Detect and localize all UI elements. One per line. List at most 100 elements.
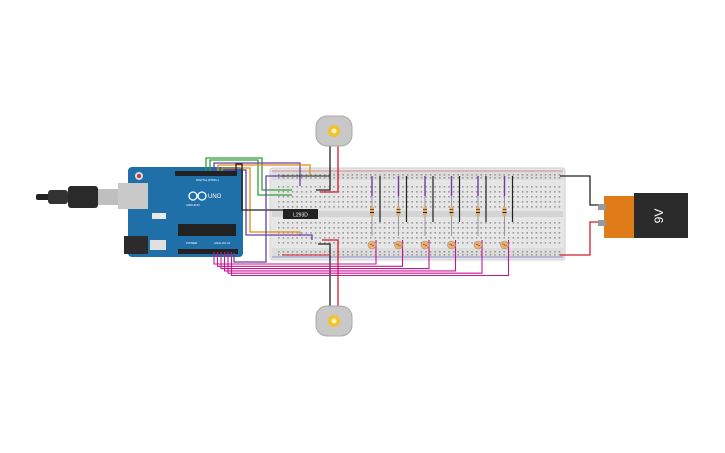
breadboard-hole	[443, 222, 446, 224]
breadboard-hole	[466, 186, 469, 188]
breadboard-hole	[531, 254, 533, 256]
battery-9v[interactable]: 9V	[598, 193, 688, 238]
breadboard-hole	[319, 177, 321, 179]
breadboard-hole	[278, 222, 280, 224]
breadboard-hole	[471, 206, 473, 208]
arduino-board[interactable]: UNO ARDUINO DIGITAL (PWM~) ANALOG IN POW…	[118, 167, 243, 257]
breadboard-hole	[508, 227, 510, 229]
breadboard-hole	[365, 191, 367, 193]
breadboard-hole	[282, 232, 285, 234]
breadboard-hole	[416, 254, 418, 256]
breadboard-hole	[494, 206, 496, 208]
breadboard-hole	[411, 232, 413, 234]
breadboard-hole	[402, 177, 404, 179]
breadboard-hole	[443, 177, 446, 179]
driver-chip[interactable]: L293D	[283, 209, 318, 219]
breadboard-hole	[540, 237, 542, 239]
breadboard-hole	[554, 251, 556, 253]
breadboard-hole	[324, 201, 326, 203]
breadboard-hole	[383, 201, 386, 203]
breadboard-hole	[402, 237, 404, 239]
breadboard-hole	[301, 242, 303, 244]
breadboard-hole	[383, 222, 386, 224]
breadboard-hole	[558, 201, 561, 203]
breadboard-hole	[452, 174, 455, 176]
motor-bottom[interactable]	[315, 305, 353, 337]
motor-top[interactable]	[315, 115, 353, 147]
breadboard-hole	[406, 227, 409, 229]
breadboard-hole	[393, 177, 395, 179]
breadboard-hole	[291, 232, 294, 234]
breadboard-hole	[508, 177, 510, 179]
breadboard-hole	[475, 174, 478, 176]
breadboard-hole	[549, 196, 551, 198]
breadboard-hole	[393, 222, 395, 224]
breadboard-hole	[310, 201, 312, 203]
breadboard-hole	[439, 232, 441, 234]
breadboard-hole	[406, 237, 409, 239]
breadboard-hole	[416, 177, 418, 179]
breadboard-hole	[508, 191, 510, 193]
breadboard-holes	[278, 174, 561, 256]
breadboard-hole	[512, 191, 515, 193]
breadboard-hole	[388, 237, 390, 239]
breadboard-hole	[420, 232, 423, 234]
breadboard-hole	[425, 186, 427, 188]
breadboard-hole	[351, 222, 354, 224]
breadboard-hole	[540, 174, 542, 176]
breadboard-hole	[379, 254, 381, 256]
breadboard-hole	[494, 251, 496, 253]
breadboard-hole	[531, 196, 533, 198]
breadboard-hole	[434, 177, 436, 179]
breadboard-hole	[517, 174, 519, 176]
breadboard-hole	[374, 177, 377, 179]
breadboard-hole	[544, 232, 547, 234]
breadboard-hole	[360, 222, 363, 224]
breadboard-hole	[462, 242, 464, 244]
breadboard[interactable]	[269, 167, 566, 261]
breadboard-hole	[466, 206, 469, 208]
breadboard-hole	[374, 174, 377, 176]
breadboard-hole	[544, 237, 547, 239]
breadboard-hole	[291, 191, 294, 193]
breadboard-hole	[517, 201, 519, 203]
breadboard-hole	[554, 201, 556, 203]
breadboard-hole	[379, 232, 381, 234]
breadboard-hole	[489, 227, 492, 229]
resistor-band	[449, 212, 454, 213]
breadboard-hole	[452, 222, 455, 224]
breadboard-hole	[310, 232, 312, 234]
breadboard-hole	[388, 222, 390, 224]
breadboard-hole	[457, 227, 459, 229]
breadboard-hole	[443, 191, 446, 193]
breadboard-hole	[319, 227, 321, 229]
breadboard-hole	[494, 222, 496, 224]
breadboard-hole	[383, 196, 386, 198]
breadboard-hole	[554, 254, 556, 256]
breadboard-hole	[328, 196, 331, 198]
resistor-band	[502, 212, 507, 213]
breadboard-hole	[356, 227, 358, 229]
breadboard-hole	[411, 201, 413, 203]
usb-port	[118, 183, 148, 209]
breadboard-hole	[301, 251, 303, 253]
breadboard-hole	[411, 191, 413, 193]
breadboard-hole	[420, 196, 423, 198]
breadboard-hole	[429, 242, 432, 244]
photoresistor-track	[449, 243, 454, 247]
breadboard-hole	[489, 242, 492, 244]
breadboard-hole	[517, 232, 519, 234]
breadboard-hole	[319, 232, 321, 234]
breadboard-hole	[411, 227, 413, 229]
breadboard-hole	[278, 191, 280, 193]
breadboard-hole	[485, 227, 487, 229]
breadboard-hole	[526, 254, 528, 256]
breadboard-hole	[402, 232, 404, 234]
breadboard-hole	[287, 227, 289, 229]
breadboard-hole	[434, 191, 436, 193]
breadboard-hole	[471, 222, 473, 224]
breadboard-hole	[365, 201, 367, 203]
breadboard-hole	[296, 196, 298, 198]
breadboard-hole	[342, 251, 344, 253]
resistor-band	[449, 209, 454, 210]
